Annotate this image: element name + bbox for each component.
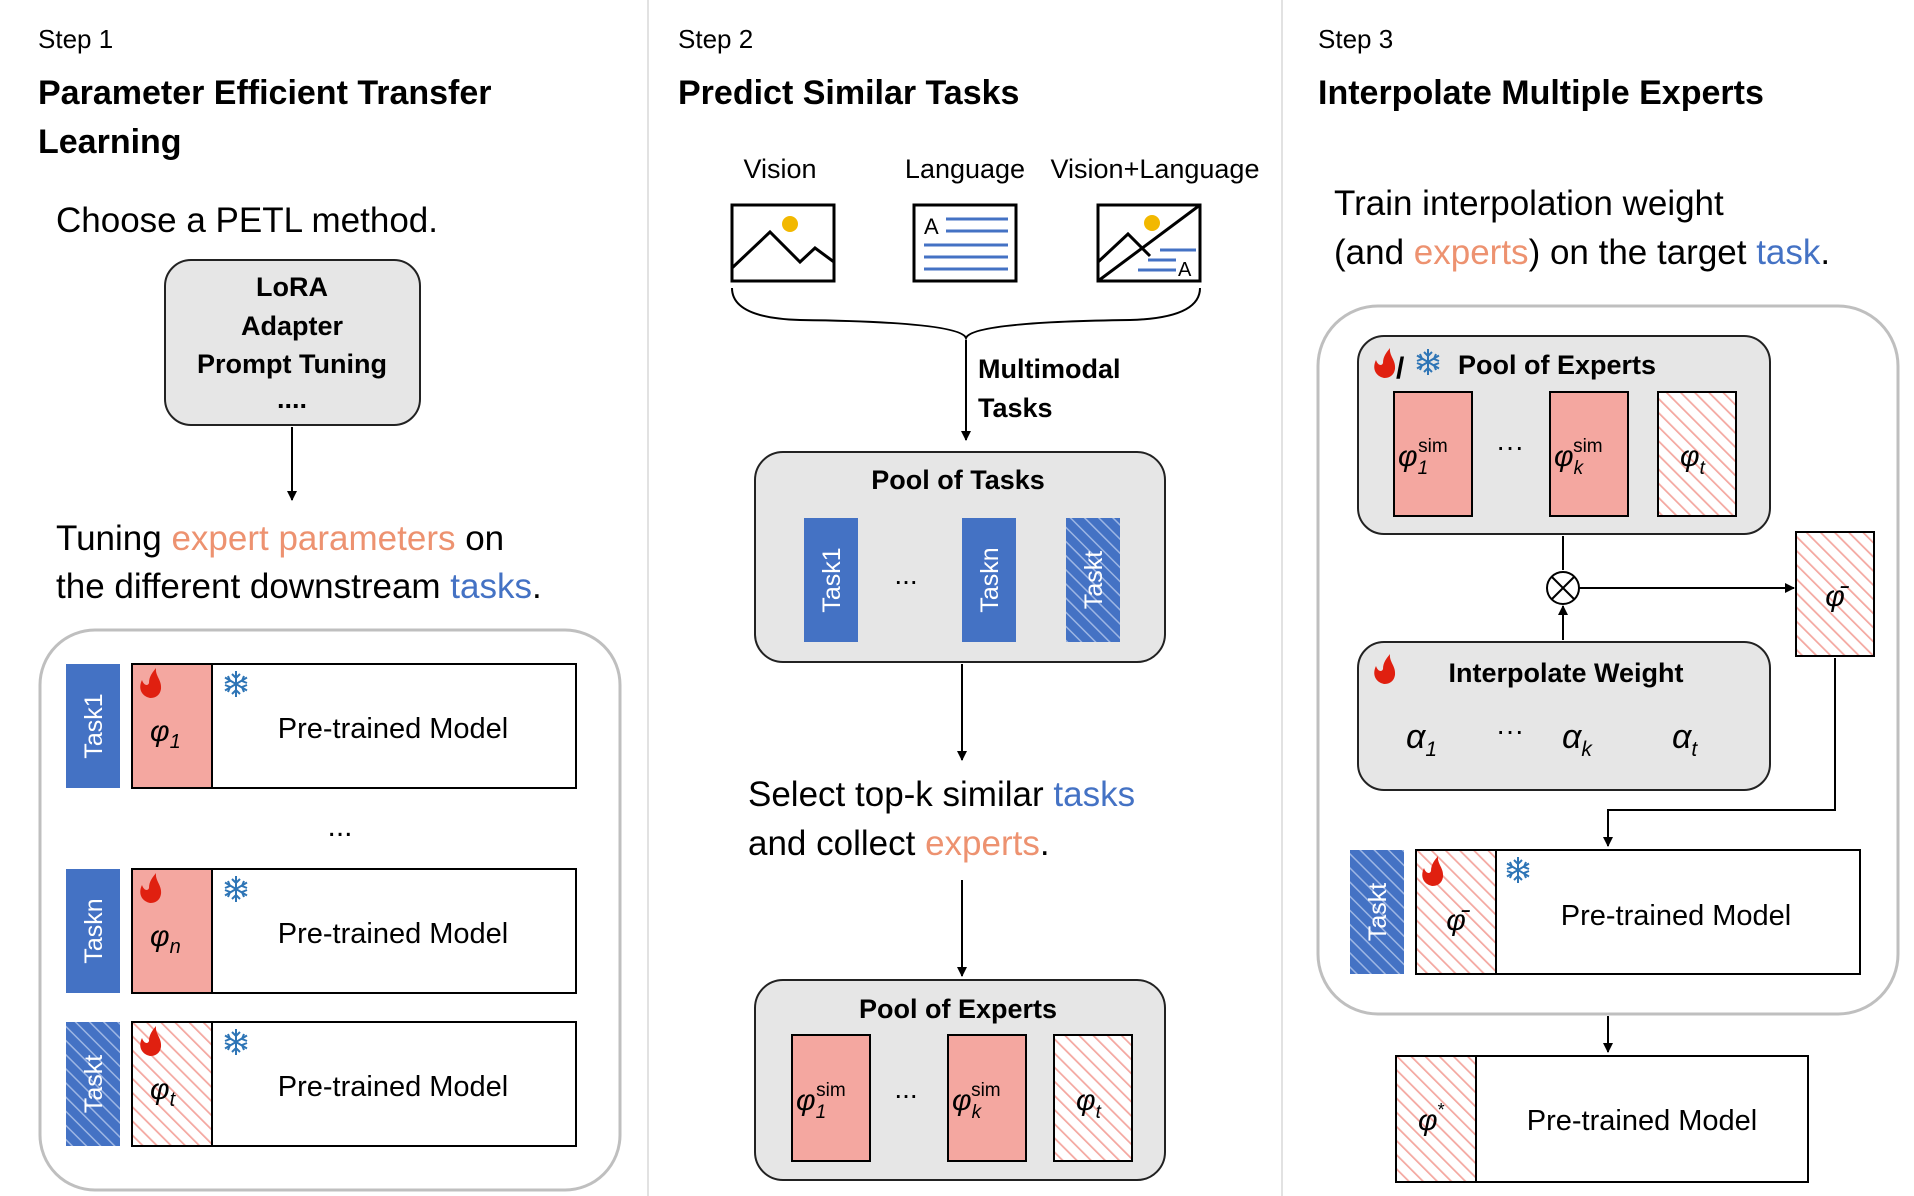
method-lora: LoRA (256, 272, 328, 302)
step2-panel: Step 2 Predict Similar Tasks Vision Lang… (678, 24, 1260, 1181)
expert-sim-k-label: φksim (952, 1080, 1001, 1123)
step1-tuning-line1: Tuning expert parameters on (56, 519, 504, 558)
step3-container (1316, 304, 1900, 1016)
step3-expert-t-label: φt (1680, 440, 1706, 479)
document-icon: A (912, 203, 1018, 283)
multimodal-label-line1: Multimodal (978, 354, 1121, 384)
pretrained-model-label-t: Pre-trained Model (278, 1071, 509, 1103)
expert-t (1053, 1034, 1133, 1162)
step3-taskt-block (1350, 850, 1404, 974)
expert-t-label: φt (1076, 1084, 1102, 1123)
step3-taskt-label: Taskt (1364, 883, 1392, 941)
pool-task1-block (804, 518, 858, 642)
step1-experts-container (38, 628, 622, 1192)
task1-label: Task1 (80, 693, 108, 758)
step1-title-line2: Learning (38, 123, 182, 161)
expert-row-taskn: Taskn φn Pre-trained Model (66, 868, 577, 994)
final-phi-star-param (1395, 1055, 1477, 1183)
interpolate-weight-title: Interpolate Weight (1448, 658, 1683, 688)
step3-panel: Step 3 Interpolate Multiple Experts Trai… (1316, 24, 1900, 1183)
step3-phibar-param (1415, 849, 1497, 975)
step3-expert-sim-1-label: φ1sim (1398, 436, 1448, 479)
taskn-label: Taskn (80, 898, 108, 963)
phi-t: φt (150, 1073, 177, 1111)
expert-sim-k (947, 1034, 1027, 1162)
step1-panel: Step 1 Parameter Efficient Transfer Lear… (38, 24, 622, 1192)
expert-param-n (131, 868, 213, 994)
pool-taskn-label: Taskn (976, 547, 1004, 612)
expert-param-t (131, 1021, 213, 1147)
phi-n: φn (150, 920, 181, 958)
interpolate-weight-box (1357, 641, 1771, 791)
petl-methods-box (164, 259, 421, 426)
step3-expert-t (1657, 391, 1737, 517)
step1-choose-text: Choose a PETL method. (56, 201, 438, 240)
pretrained-model-label-n: Pre-trained Model (278, 918, 509, 950)
step3-pool-of-experts-title: Pool of Experts (1458, 350, 1656, 380)
taskt-label: Taskt (80, 1055, 108, 1113)
svg-text:A: A (1178, 259, 1192, 281)
step3-label: Step 3 (1318, 24, 1393, 54)
step1-label: Step 1 (38, 24, 113, 54)
method-ellipsis: .... (277, 384, 307, 414)
select-line2: and collect experts. (748, 824, 1050, 863)
pool-experts-ellipsis: ... (894, 1073, 917, 1104)
image-icon (730, 203, 836, 283)
phibar-to-model-arrow (1603, 658, 1836, 847)
step3-expert-sim-k-label: φksim (1554, 436, 1603, 479)
phi-1: φ1 (150, 715, 181, 753)
multimodal-label-line2: Tasks (978, 393, 1053, 423)
alpha-1: α1 (1406, 718, 1437, 761)
pool-of-experts-title: Pool of Experts (859, 994, 1057, 1024)
final-pretrained-model-label: Pre-trained Model (1527, 1105, 1758, 1137)
step1-title-line1: Parameter Efficient Transfer (38, 74, 492, 112)
step3-expert-sim-1 (1393, 391, 1473, 517)
pool-taskn-block (962, 518, 1016, 642)
modality-vision: Vision (743, 154, 816, 184)
pool-taskt-block (1066, 518, 1120, 642)
step3-expert-sim-k (1549, 391, 1629, 517)
image-document-icon: A (1096, 203, 1202, 283)
pool-taskt-label: Taskt (1080, 551, 1108, 609)
step3-experts-ellipsis: ··· (1496, 431, 1524, 462)
step2-title: Predict Similar Tasks (678, 74, 1019, 112)
pool-of-tasks-title: Pool of Tasks (871, 465, 1045, 495)
phi-star-label: φ* (1418, 1100, 1445, 1137)
svg-text:A: A (924, 214, 939, 239)
merged-expert-phibar (1795, 531, 1875, 657)
fire-snow-slash: / (1396, 352, 1405, 385)
rows-ellipsis: ... (327, 810, 352, 843)
expert-row-task1: Task1 φ1 Pre-trained Model (66, 663, 577, 789)
modality-language: Language (905, 154, 1025, 184)
train-line1: Train interpolation weight (1334, 184, 1724, 223)
taskt-block (66, 1022, 120, 1146)
task1-block (66, 664, 120, 788)
step1-tuning-line2: the different downstream tasks. (56, 567, 542, 606)
step3-title: Interpolate Multiple Experts (1318, 74, 1764, 112)
expert-param-1 (131, 663, 213, 789)
modality-vision-language: Vision+Language (1051, 154, 1260, 184)
select-line1: Select top-k similar tasks (748, 775, 1135, 814)
train-line2: (and experts) on the target task. (1334, 233, 1830, 272)
expert-row-taskt: Taskt φt Pre-trained Model (66, 1021, 577, 1147)
expert-sim-1 (791, 1034, 871, 1162)
pool-task1-label: Task1 (818, 547, 846, 612)
modality-brace (731, 287, 1201, 341)
alpha-ellipsis: ··· (1496, 715, 1524, 746)
expert-sim-1-label: φ1sim (796, 1080, 846, 1123)
taskn-block (66, 869, 120, 993)
pool-tasks-ellipsis: ... (894, 559, 917, 590)
pretrained-model-label-1: Pre-trained Model (278, 713, 509, 745)
step3-pretrained-model-label: Pre-trained Model (1561, 900, 1792, 932)
step2-label: Step 2 (678, 24, 753, 54)
method-prompt-tuning: Prompt Tuning (197, 349, 387, 379)
alpha-t: αt (1672, 718, 1698, 761)
method-adapter: Adapter (241, 311, 344, 341)
alpha-k: αk (1562, 718, 1593, 761)
